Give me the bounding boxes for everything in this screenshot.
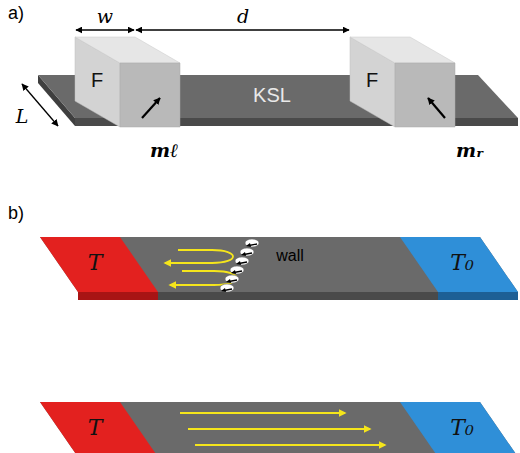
domain-wall-spins xyxy=(225,275,239,283)
ferromagnet-label: F xyxy=(364,68,380,92)
temperature-label: T xyxy=(86,415,105,441)
ksl-slab xyxy=(40,402,518,453)
magnetization-label: mℓ xyxy=(150,140,178,161)
domain-wall-spins xyxy=(226,279,231,283)
dimension-arrow xyxy=(22,30,349,126)
transmitted-current xyxy=(188,428,370,430)
hot-reservoir xyxy=(78,292,158,300)
cold-reservoir xyxy=(400,237,518,300)
transmitted-current xyxy=(180,412,345,414)
wall-label: wall xyxy=(276,247,304,265)
domain-wall-spins xyxy=(220,284,234,292)
dimension-label: d xyxy=(237,6,249,27)
transmitted-current xyxy=(180,413,385,445)
transmitted-current xyxy=(195,444,385,446)
temperature-label: T₀ xyxy=(450,251,474,275)
domain-wall-spins xyxy=(220,284,234,292)
domain-wall-spins xyxy=(241,252,246,256)
domain-wall-spins xyxy=(240,248,254,256)
dimension-label: w xyxy=(97,6,113,27)
domain-wall-spins xyxy=(221,288,226,292)
dimension-label: L xyxy=(16,106,29,127)
ferromagnet-bar xyxy=(120,63,180,127)
cold-reservoir xyxy=(438,292,518,300)
ksl-slab xyxy=(40,237,518,292)
dimension-arrow xyxy=(136,29,349,30)
ksl-slab xyxy=(78,292,518,300)
panel-label: a) xyxy=(8,4,24,24)
domain-wall-spins xyxy=(245,239,259,247)
domain-wall-spins xyxy=(246,243,251,247)
domain-wall-spins xyxy=(240,248,254,256)
cold-reservoir xyxy=(400,237,518,292)
dimension-label: d xyxy=(237,6,249,27)
domain-wall-spins xyxy=(235,257,249,265)
ferromagnet-label: F xyxy=(91,69,103,91)
ksl-slab xyxy=(40,402,518,453)
ksl-label: KSL xyxy=(251,83,293,107)
temperature-label: T xyxy=(88,416,103,440)
hot-reservoir xyxy=(40,402,158,453)
ferromagnet-bar xyxy=(142,98,160,118)
domain-wall-spins xyxy=(236,261,241,265)
wall-label: wall xyxy=(276,247,304,265)
domain-wall-spins xyxy=(231,270,236,274)
temperature-label: T₀ xyxy=(448,250,476,276)
domain-wall-spins xyxy=(230,266,244,274)
panel-label: b) xyxy=(8,204,24,224)
cold-reservoir xyxy=(400,402,518,453)
magnetization-label: mᵣ xyxy=(456,140,484,161)
ksl-slab xyxy=(40,237,518,300)
magnetization-label: mᵣ xyxy=(456,140,484,161)
panel-label: b) xyxy=(8,204,24,224)
ferromagnet-bar xyxy=(428,98,445,118)
reflected-current xyxy=(165,250,233,263)
domain-wall-spins xyxy=(225,275,239,283)
hot-reservoir xyxy=(40,402,158,453)
ferromagnet-bar xyxy=(75,37,180,63)
temperature-label: T xyxy=(86,250,105,276)
ferromagnet-bar xyxy=(350,37,455,63)
cold-reservoir xyxy=(400,402,518,453)
ksl-label: KSL xyxy=(253,84,291,106)
domain-wall-spins xyxy=(230,266,244,274)
ferromagnet-label: F xyxy=(366,69,378,91)
temperature-label: T xyxy=(88,251,103,275)
magnetization-label: mℓ xyxy=(150,140,178,161)
ferromagnet-label: F xyxy=(89,68,105,92)
ferromagnet-bar xyxy=(350,37,455,127)
hot-reservoir xyxy=(40,237,158,300)
domain-wall-spins xyxy=(245,239,259,247)
temperature-label: T₀ xyxy=(450,416,474,440)
dimension-label: w xyxy=(97,6,113,27)
panel-label: a) xyxy=(8,4,24,24)
domain-wall-spins xyxy=(235,257,249,265)
ferromagnet-bar xyxy=(75,37,180,127)
ferromagnet-bar xyxy=(395,63,455,127)
temperature-label: T₀ xyxy=(448,415,476,441)
dimension-label: L xyxy=(16,106,29,127)
hot-reservoir xyxy=(40,237,158,292)
dimension-arrow xyxy=(76,29,134,30)
domain-wall-spins xyxy=(220,239,259,292)
